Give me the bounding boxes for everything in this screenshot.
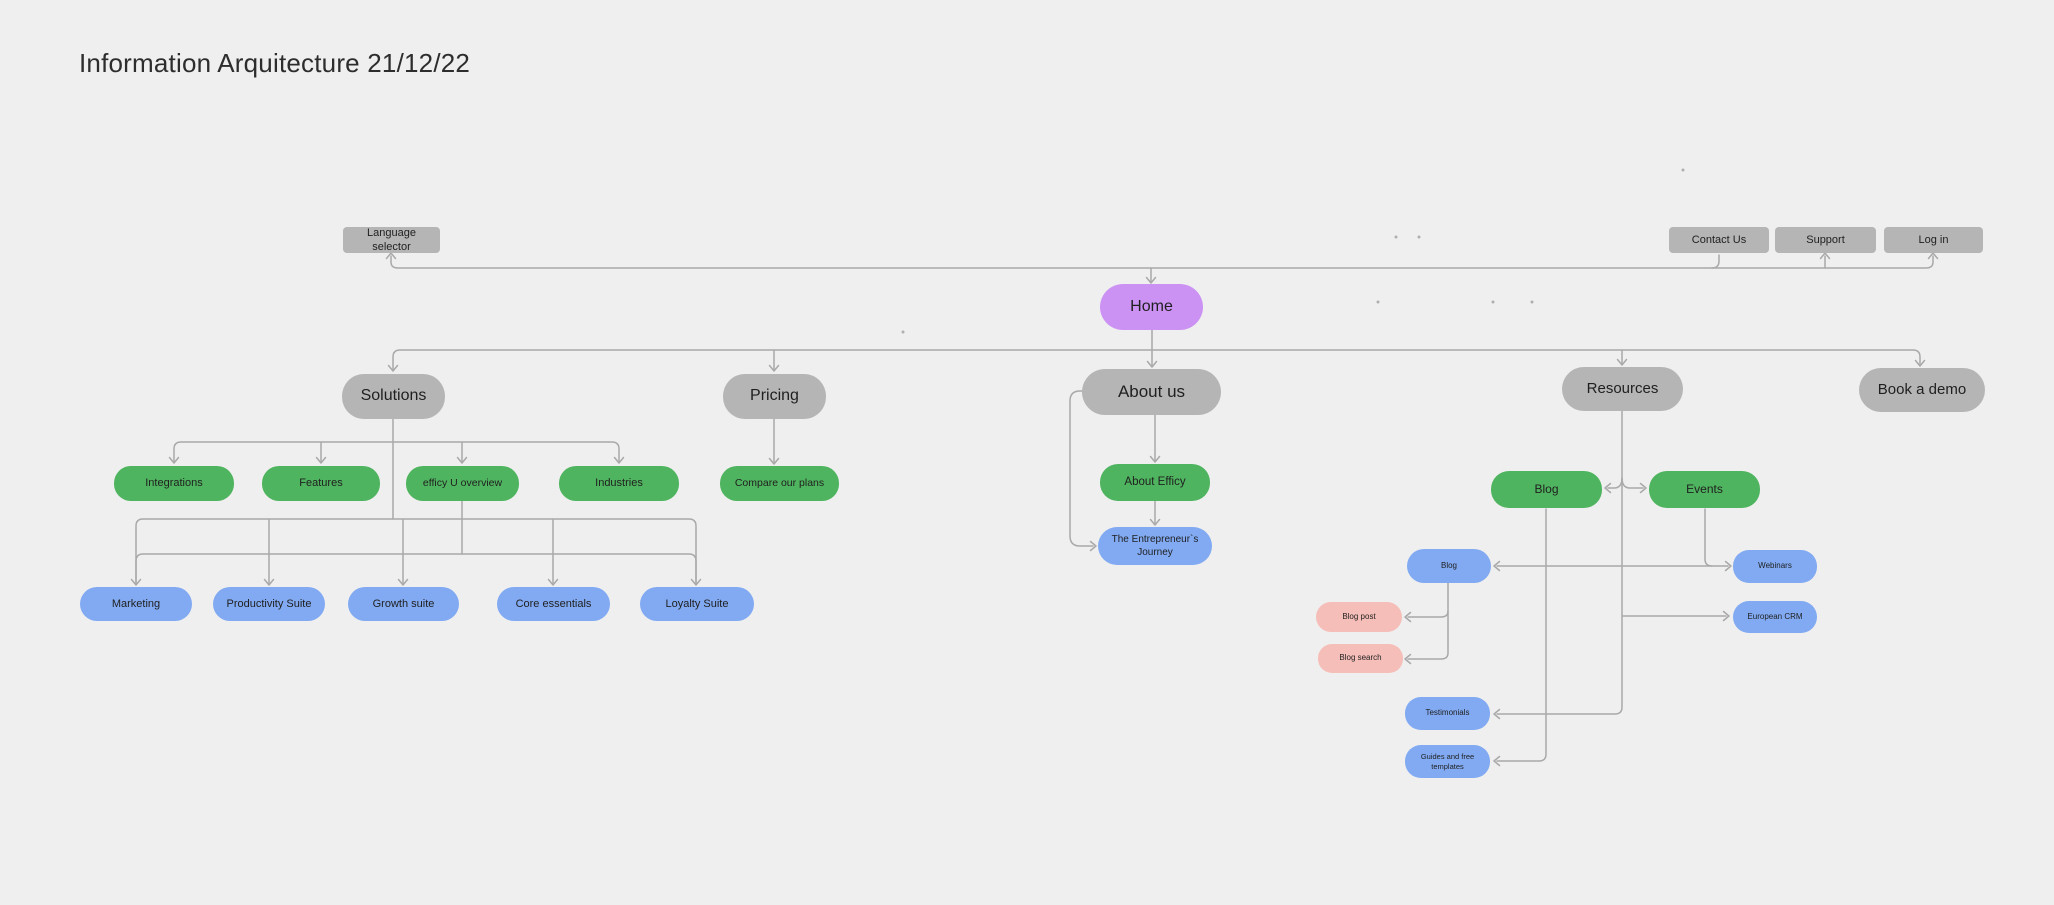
login-button[interactable]: Log in xyxy=(1884,227,1983,253)
node-guides-templates[interactable]: Guides and free templates xyxy=(1405,745,1490,778)
node-resources[interactable]: Resources xyxy=(1562,367,1683,411)
node-blog-search[interactable]: Blog search xyxy=(1318,644,1403,673)
node-about-efficy[interactable]: About Efficy xyxy=(1100,464,1210,501)
node-compare-our-plans[interactable]: Compare our plans xyxy=(720,466,839,501)
level2-edges xyxy=(387,329,1926,372)
node-book-a-demo[interactable]: Book a demo xyxy=(1859,368,1985,412)
node-core-essentials[interactable]: Core essentials xyxy=(497,587,610,621)
solutions-edges xyxy=(130,418,702,586)
node-entrepreneurs-journey[interactable]: The Entrepreneur`s Journey xyxy=(1098,527,1212,565)
pricing-edges xyxy=(768,418,780,465)
node-integrations[interactable]: Integrations xyxy=(114,466,234,501)
node-marketing[interactable]: Marketing xyxy=(80,587,192,621)
node-events[interactable]: Events xyxy=(1649,471,1760,508)
node-industries[interactable]: Industries xyxy=(559,466,679,501)
node-home[interactable]: Home xyxy=(1100,284,1203,330)
node-loyalty-suite[interactable]: Loyalty Suite xyxy=(640,587,754,621)
contact-us-button[interactable]: Contact Us xyxy=(1669,227,1769,253)
node-blog-post[interactable]: Blog post xyxy=(1316,602,1402,632)
support-button[interactable]: Support xyxy=(1775,227,1876,253)
language-selector-button[interactable]: Language selector xyxy=(343,227,440,253)
canvas-dots xyxy=(901,168,1685,334)
node-blog-page[interactable]: Blog xyxy=(1407,549,1491,583)
node-growth-suite[interactable]: Growth suite xyxy=(348,587,459,621)
node-efficy-u-overview[interactable]: efficy U overview xyxy=(406,466,519,501)
node-pricing[interactable]: Pricing xyxy=(723,374,826,419)
top-nav-edges xyxy=(385,252,1939,284)
node-blog-section[interactable]: Blog xyxy=(1491,471,1602,508)
page-title: Information Arquitecture 21/12/22 xyxy=(79,48,471,78)
node-webinars[interactable]: Webinars xyxy=(1733,550,1817,583)
node-productivity-suite[interactable]: Productivity Suite xyxy=(213,587,325,621)
node-testimonials[interactable]: Testimonials xyxy=(1405,697,1490,730)
node-about-us[interactable]: About us xyxy=(1082,369,1221,415)
about-edges xyxy=(1069,390,1161,552)
node-european-crm[interactable]: European CRM xyxy=(1733,601,1817,633)
node-features[interactable]: Features xyxy=(262,466,380,501)
resources-edges xyxy=(1404,410,1732,767)
node-solutions[interactable]: Solutions xyxy=(342,374,445,419)
